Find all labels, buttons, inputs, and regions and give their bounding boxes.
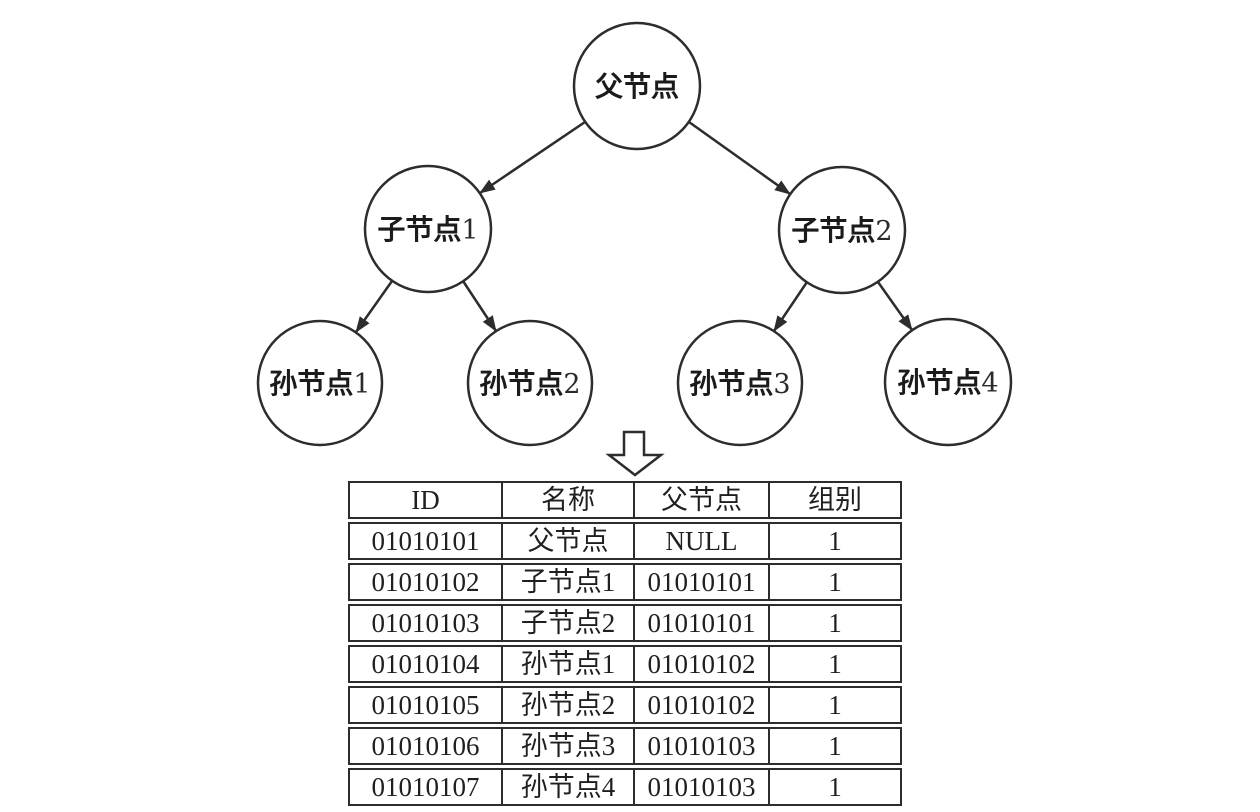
edge-parent-to-child2 (688, 120, 791, 196)
node-parent-label: 父节点 (595, 70, 679, 103)
table-row: 01010104 孙节点1 01010102 1 (348, 645, 902, 683)
cell-parent: 01010102 (635, 686, 770, 724)
edge-child1-to-grandchild2 (461, 280, 498, 332)
cell-id: 01010106 (348, 727, 503, 765)
cell-parent: 01010101 (635, 604, 770, 642)
cell-id: 01010104 (348, 645, 503, 683)
node-grandchild2: 孙节点2 (466, 319, 594, 447)
down-block-arrow-icon (605, 430, 665, 477)
node-grandchild2-circle (466, 319, 594, 447)
cell-parent: 01010102 (635, 645, 770, 683)
cell-name: 孙节点3 (503, 727, 635, 765)
node-grandchild1-circle (256, 319, 384, 447)
node-parent-circle (572, 21, 702, 151)
table-row: 01010102 子节点1 01010101 1 (348, 563, 902, 601)
cell-parent: 01010103 (635, 727, 770, 765)
table-row: 01010103 子节点2 01010101 1 (348, 604, 902, 642)
edge-parent-to-child1 (479, 120, 586, 195)
cell-name: 子节点1 (503, 563, 635, 601)
mapping-table-container: ID 名称 父节点 组别 01010101 父节点 NULL 1 0101010… (348, 478, 902, 809)
node-grandchild2-label: 孙节点2 (479, 367, 580, 400)
edge-child2-to-grandchild4 (876, 281, 914, 331)
column-header-group: 组别 (770, 481, 902, 519)
table-header-row: ID 名称 父节点 组别 (348, 481, 902, 519)
cell-parent: 01010101 (635, 563, 770, 601)
node-child2-circle (777, 165, 907, 295)
cell-group: 1 (770, 522, 902, 560)
node-child1-circle (363, 164, 493, 294)
node-grandchild3: 孙节点3 (676, 319, 804, 447)
table-row: 01010101 父节点 NULL 1 (348, 522, 902, 560)
node-child1: 子节点1 (363, 164, 493, 294)
node-grandchild4-label: 孙节点4 (897, 366, 998, 399)
table-row: 01010105 孙节点2 01010102 1 (348, 686, 902, 724)
cell-id: 01010102 (348, 563, 503, 601)
cell-name: 父节点 (503, 522, 635, 560)
node-child2-label: 子节点2 (791, 214, 892, 247)
node-parent: 父节点 (572, 21, 702, 151)
edge-child2-to-grandchild3 (772, 281, 809, 332)
cell-group: 1 (770, 563, 902, 601)
cell-name: 子节点2 (503, 604, 635, 642)
cell-name: 孙节点4 (503, 768, 635, 806)
node-child2: 子节点2 (777, 165, 907, 295)
cell-group: 1 (770, 645, 902, 683)
cell-name: 孙节点1 (503, 645, 635, 683)
edge-child1-to-grandchild1 (354, 280, 394, 333)
cell-group: 1 (770, 604, 902, 642)
cell-parent: NULL (635, 522, 770, 560)
table-row: 01010107 孙节点4 01010103 1 (348, 768, 902, 806)
cell-id: 01010103 (348, 604, 503, 642)
cell-id: 01010101 (348, 522, 503, 560)
node-grandchild1: 孙节点1 (256, 319, 384, 447)
cell-group: 1 (770, 768, 902, 806)
table-row: 01010106 孙节点3 01010103 1 (348, 727, 902, 765)
mapping-table: ID 名称 父节点 组别 01010101 父节点 NULL 1 0101010… (348, 478, 902, 809)
tree-diagram: 父节点 子节点1 子节点2 孙节点1 孙节点2 孙节点3 孙节点4 (256, 21, 1013, 477)
column-header-parent: 父节点 (635, 481, 770, 519)
cell-name: 孙节点2 (503, 686, 635, 724)
node-child1-label: 子节点1 (377, 213, 478, 246)
cell-group: 1 (770, 686, 902, 724)
cell-group: 1 (770, 727, 902, 765)
column-header-id: ID (348, 481, 503, 519)
node-grandchild4-circle (883, 317, 1013, 447)
node-grandchild1-label: 孙节点1 (269, 367, 370, 400)
node-grandchild4: 孙节点4 (883, 317, 1013, 447)
column-header-name: 名称 (503, 481, 635, 519)
cell-id: 01010107 (348, 768, 503, 806)
cell-parent: 01010103 (635, 768, 770, 806)
node-grandchild3-label: 孙节点3 (689, 367, 790, 400)
cell-id: 01010105 (348, 686, 503, 724)
node-grandchild3-circle (676, 319, 804, 447)
